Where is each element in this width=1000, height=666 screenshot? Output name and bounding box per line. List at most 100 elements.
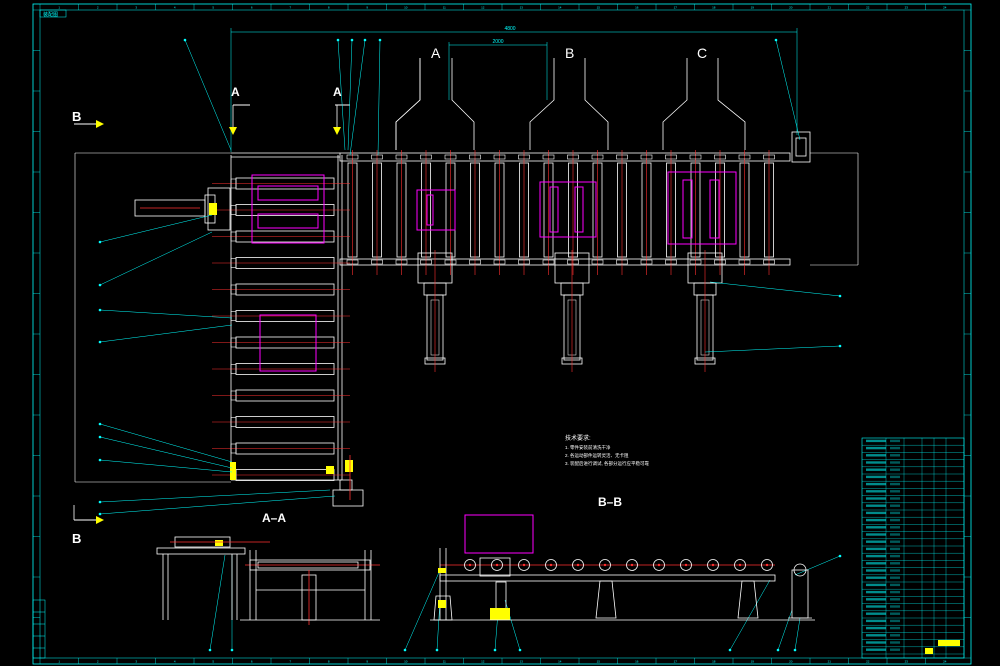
parts-row-entry bbox=[890, 526, 900, 529]
ruler-bottom-number: 18 bbox=[712, 660, 716, 664]
ruler-bottom-number: 7 bbox=[289, 660, 291, 664]
parts-row-entry bbox=[866, 590, 886, 594]
parts-row-entry bbox=[866, 554, 886, 558]
section-bb-title: B–B bbox=[598, 495, 622, 509]
ruler-bottom-number: 11 bbox=[443, 660, 446, 664]
roller-axle bbox=[630, 563, 634, 567]
parts-row-entry bbox=[866, 562, 886, 565]
ruler-top-number: 22 bbox=[866, 6, 870, 10]
leader-line bbox=[337, 39, 346, 151]
ruler-top-number: 4 bbox=[174, 6, 176, 10]
leader-balloon bbox=[403, 648, 407, 652]
ruler-bottom-number: 19 bbox=[751, 660, 755, 664]
workpiece-a bbox=[416, 189, 456, 231]
roller-bearing bbox=[493, 154, 506, 160]
leader-balloon bbox=[378, 38, 382, 42]
roller-bearing bbox=[230, 311, 237, 321]
vertical-rollers bbox=[212, 177, 350, 481]
parts-row-entry bbox=[866, 634, 886, 637]
ruler-top-number: 21 bbox=[828, 6, 832, 10]
parts-row-entry bbox=[866, 583, 886, 587]
title-tab: 装配图 bbox=[39, 9, 67, 18]
parts-row-entry bbox=[890, 547, 900, 551]
parts-row-entry bbox=[890, 605, 900, 608]
leader-balloon bbox=[838, 554, 842, 558]
workpieces-horizontal bbox=[416, 171, 737, 245]
parts-row-entry bbox=[890, 626, 900, 630]
ruler-bottom-number: 10 bbox=[404, 660, 408, 664]
roller-axle bbox=[468, 563, 472, 567]
notes-line-2: 2. 各运动部件运转灵活、无卡阻 bbox=[565, 452, 629, 459]
parts-row-entry bbox=[866, 461, 886, 464]
parts-row-entry bbox=[890, 518, 900, 522]
parts-row-entry bbox=[866, 518, 886, 522]
roller-bearing bbox=[763, 154, 775, 160]
hopper-chutes bbox=[395, 58, 746, 150]
parts-row-entry bbox=[890, 468, 900, 471]
leader-balloon bbox=[838, 294, 842, 298]
leader-balloon bbox=[183, 38, 187, 42]
roller-bearing bbox=[230, 443, 237, 454]
parts-row-entry bbox=[890, 497, 900, 500]
notes-heading: 技术要求: bbox=[565, 434, 591, 442]
section-b-top: B bbox=[72, 109, 81, 124]
ruler-top-number: 17 bbox=[674, 6, 678, 10]
leader-line bbox=[704, 345, 841, 353]
ruler-top-number: 6 bbox=[251, 6, 253, 10]
section-bb-roller bbox=[707, 559, 719, 571]
ruler-bottom-number: 12 bbox=[481, 660, 485, 664]
roller-bearing bbox=[640, 259, 653, 265]
section-bb-roller bbox=[680, 559, 692, 571]
leader-balloon bbox=[363, 38, 367, 42]
section-aa-title: A–A bbox=[262, 511, 286, 525]
parts-row-entry bbox=[890, 482, 900, 486]
notes-line-3: 3. 装配后进行调试, 各部分运行应平稳可靠 bbox=[565, 460, 650, 467]
roller-bearing bbox=[714, 154, 726, 160]
leader-balloon bbox=[98, 240, 102, 244]
section-bb-roller bbox=[518, 559, 530, 571]
left-outline bbox=[74, 152, 859, 483]
parts-row-entry bbox=[866, 626, 886, 630]
roller-bearing bbox=[395, 259, 408, 265]
roller-bearing bbox=[230, 337, 237, 348]
drive-sprocket bbox=[793, 563, 807, 577]
pusher-cylinder-left bbox=[134, 187, 231, 231]
leader-lines bbox=[98, 38, 842, 652]
leader-line bbox=[777, 609, 793, 651]
roller-bearing bbox=[444, 154, 457, 160]
ruler-top-number: 3 bbox=[135, 6, 137, 10]
leader-balloon bbox=[98, 512, 102, 516]
roller-bearing bbox=[469, 259, 481, 265]
roller-bearing bbox=[420, 259, 432, 265]
leader-line bbox=[729, 579, 771, 651]
leader-balloon bbox=[728, 648, 732, 652]
roller-bearing bbox=[689, 259, 702, 265]
ruler-top-number: 14 bbox=[558, 6, 562, 10]
roller-bearing bbox=[714, 259, 726, 265]
section-markers: A A B B A–A B–B bbox=[72, 85, 622, 546]
leader-balloon bbox=[518, 648, 522, 652]
parts-row-entry bbox=[890, 648, 900, 651]
roller-bearing bbox=[665, 259, 677, 265]
ruler-top-number: 2 bbox=[97, 6, 99, 10]
leader-line bbox=[347, 39, 353, 151]
roller-axle bbox=[576, 563, 580, 567]
parts-list-table bbox=[861, 437, 965, 659]
parts-row-entry bbox=[890, 619, 900, 623]
leader-line bbox=[436, 599, 441, 651]
parts-row-entry bbox=[866, 547, 886, 551]
ruler-top-number: 15 bbox=[597, 6, 601, 10]
leader-balloon bbox=[435, 648, 439, 652]
section-bb-roller bbox=[626, 559, 638, 571]
leader-balloon bbox=[98, 458, 102, 462]
section-bb-roller bbox=[653, 559, 665, 571]
roller-bearing bbox=[371, 259, 383, 265]
parts-list-rows bbox=[862, 438, 964, 658]
station-label-c: C bbox=[697, 45, 707, 61]
roller-axle bbox=[522, 563, 526, 567]
parts-row-entry bbox=[866, 540, 886, 543]
roller-axle bbox=[738, 563, 742, 567]
leader-balloon bbox=[98, 283, 102, 287]
